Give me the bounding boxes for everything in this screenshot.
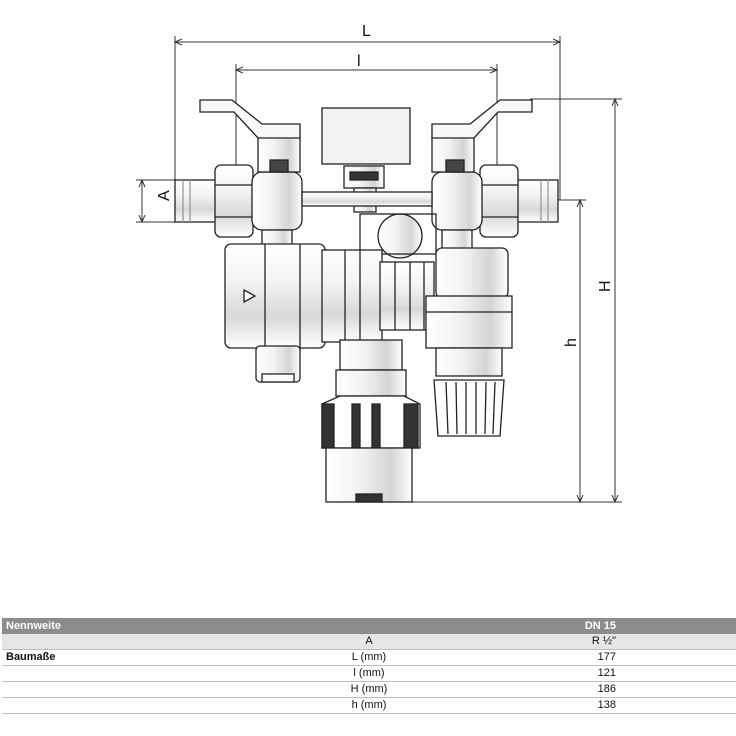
top-housing [321,107,411,165]
table-row: H (mm) 186 [2,681,736,698]
header-label: Nennweite [2,618,250,634]
dimension-H-label: H [597,280,614,292]
dimension-A-label: A [156,190,173,201]
dimension-l-label: l [357,53,361,70]
right-valve-handle [431,99,533,139]
dimension-H [400,99,622,502]
row-name: A [250,634,488,650]
main-body [224,243,326,349]
left-valve-handle [199,99,301,139]
row-value: 186 [488,681,736,698]
dimension-h-label: h [563,338,580,347]
group-label: Baumaße [2,649,250,666]
row-value: 177 [488,649,736,666]
dimension-L [175,36,560,200]
right-pipe-thread [515,179,559,223]
row-name: L (mm) [250,649,488,666]
dimension-l [236,64,497,180]
row-name: l (mm) [250,665,488,682]
row-name: h (mm) [250,697,488,714]
right-filter-knurl [433,379,505,437]
left-pipe-thread [174,179,218,223]
dimension-h [555,200,586,502]
table-row: h (mm) 138 [2,697,736,714]
row-value: R ½" [488,634,736,650]
table-row: Baumaße L (mm) 177 [2,649,736,666]
left-valve-body [251,171,303,231]
row-value: 121 [488,665,736,682]
row-value: 138 [488,697,736,714]
left-union-nut [214,164,254,238]
right-valve-body [431,171,483,231]
flow-arrow-icon [243,288,257,304]
valve-technical-drawing: L l A H h [136,23,622,560]
header-value: DN 15 [488,618,736,634]
table-row: A R ½" [2,634,736,650]
dimensions-table: Nennweite DN 15 A R ½" Baumaße L (mm) 17… [2,618,736,714]
center-knob [377,213,423,259]
right-union-nut [479,164,519,238]
table-row: l (mm) 121 [2,665,736,682]
row-name: H (mm) [250,681,488,698]
valve-assembly [174,99,559,503]
dimension-L-label: L [362,23,371,40]
table-header-row: Nennweite DN 15 [2,618,736,634]
